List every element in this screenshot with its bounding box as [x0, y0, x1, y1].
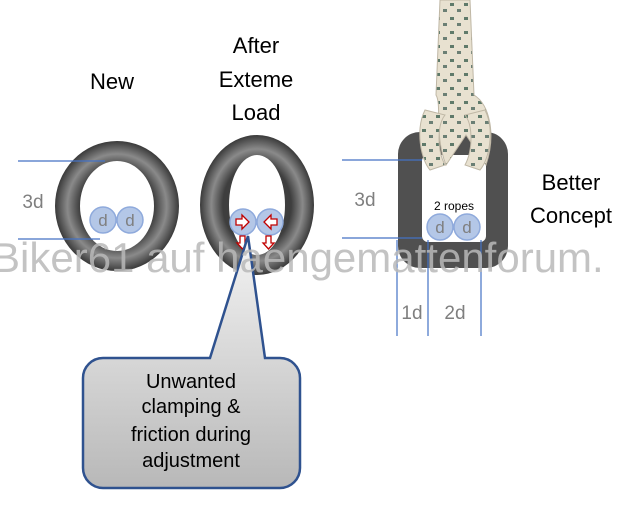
d-label: d	[462, 218, 471, 237]
rope-loop-left	[419, 109, 446, 171]
callout-line: clamping &	[142, 396, 242, 418]
d-label: d	[435, 218, 444, 237]
rope-loop-right	[464, 109, 491, 171]
callout-line: adjustment	[142, 450, 240, 472]
dimension-lines	[18, 159, 482, 336]
watermark: Biker61 auf haengemattenforum.	[0, 234, 604, 281]
callout-line: Unwanted	[146, 371, 236, 393]
label-better: Better	[542, 170, 601, 195]
callout-line: friction during	[131, 424, 251, 446]
callout-bubble	[81, 235, 302, 490]
force-arrows	[235, 213, 278, 250]
d-label: d	[98, 211, 107, 230]
rectangular-link	[398, 132, 508, 268]
dim-2d: 2d	[444, 303, 465, 324]
label-after: After	[233, 33, 279, 58]
label-new: New	[90, 69, 134, 94]
rope-circles	[89, 206, 481, 241]
label-concept: Concept	[530, 203, 612, 228]
dim-1d: 1d	[401, 303, 422, 324]
dim-3d-left: 3d	[22, 192, 43, 213]
deformed-ring	[200, 135, 314, 275]
d-label: d	[125, 211, 134, 230]
two-ropes-label: 2 ropes	[434, 199, 474, 213]
label-exteme: Exteme	[219, 67, 294, 92]
label-load: Load	[232, 100, 281, 125]
dim-3d-right: 3d	[354, 190, 375, 211]
